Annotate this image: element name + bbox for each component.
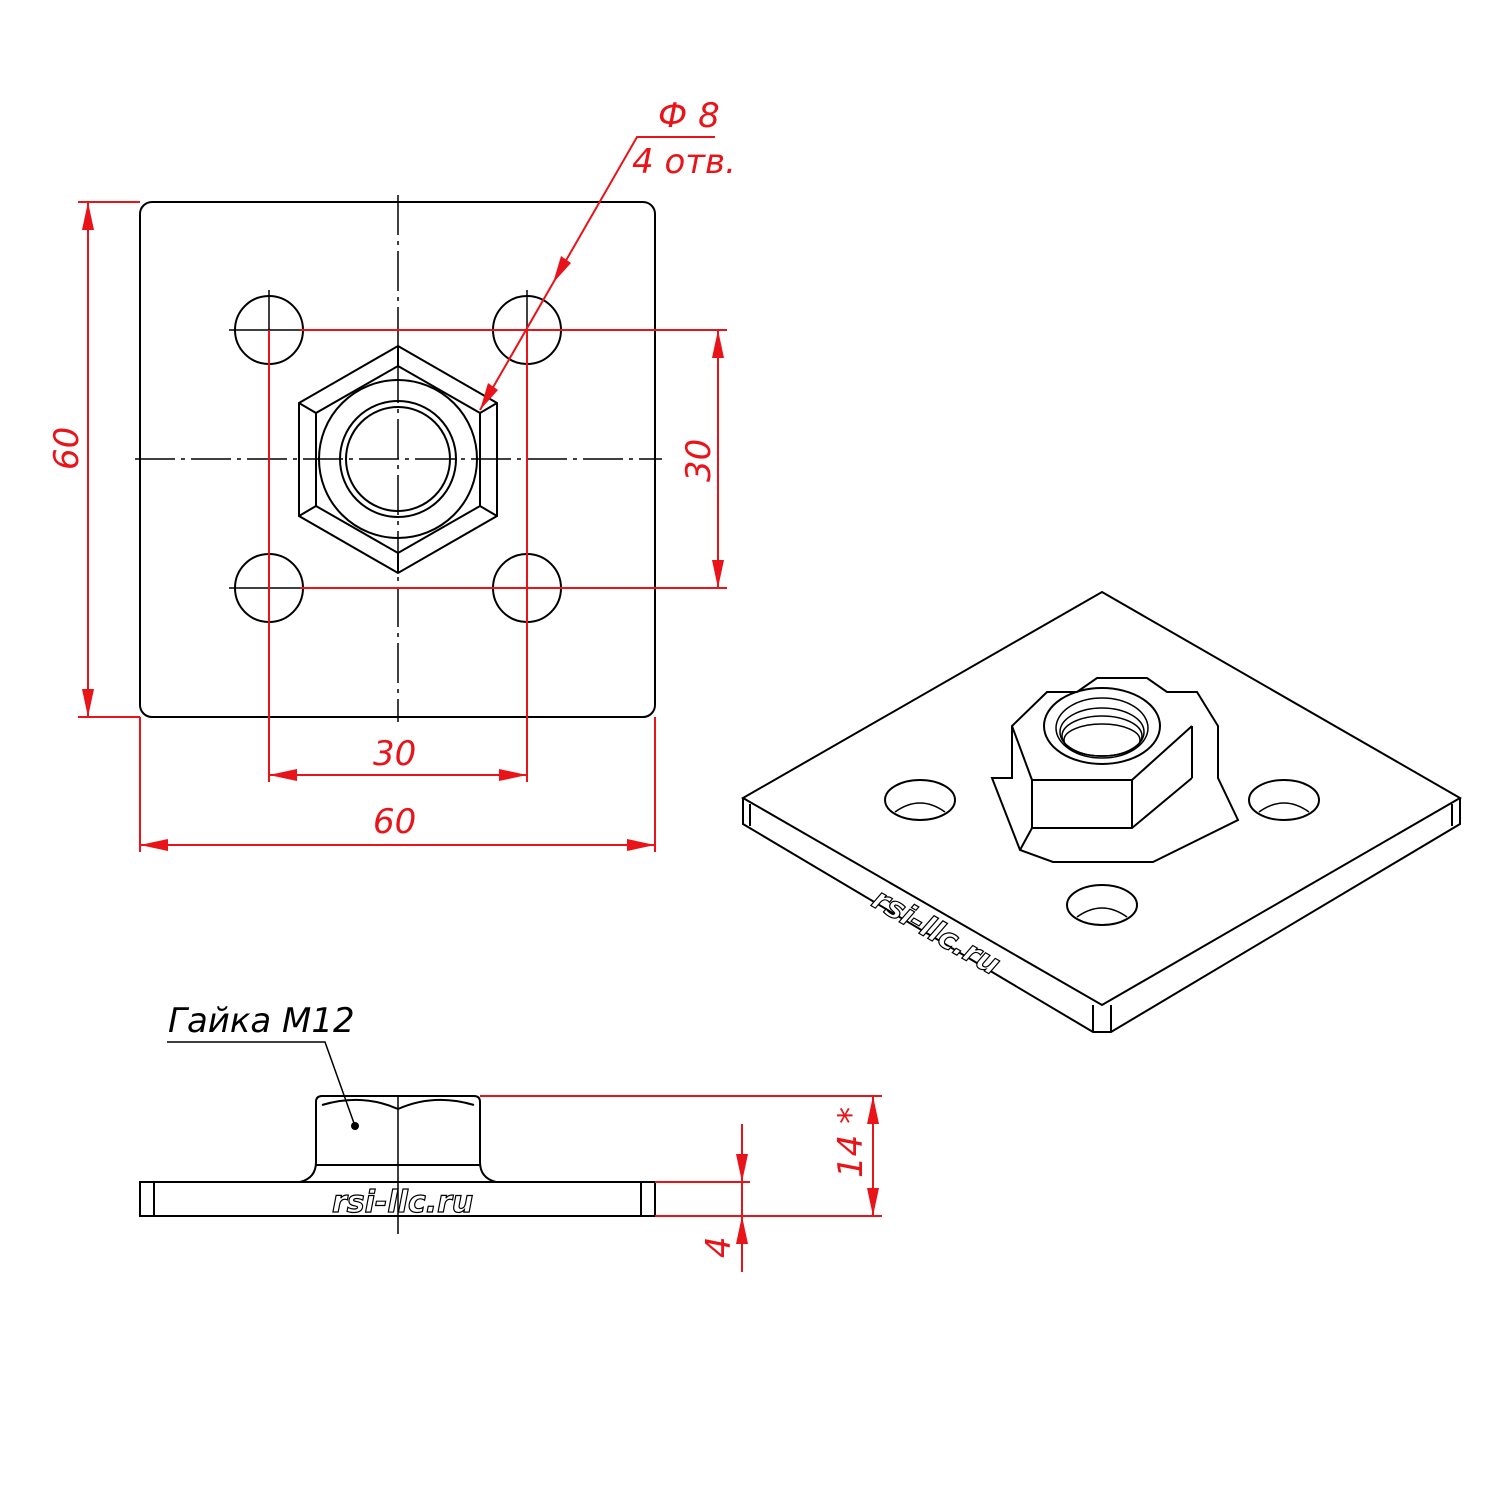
iso-holes — [884, 779, 1320, 926]
hole-diameter-label: Ф 8 — [658, 96, 720, 136]
iso-watermark: rsi-llc.ru — [866, 882, 1006, 983]
dim-width-30: 30 — [373, 734, 416, 774]
dim-plate-thickness: 4 — [699, 1236, 739, 1258]
dim-height-60: 60 — [47, 427, 87, 470]
iso-plate-edge — [742, 798, 1461, 1033]
iso-nut — [990, 677, 1240, 863]
side-view: Гайка М12 rsi-llc.ru 14 * 4 — [139, 1001, 882, 1272]
hex-nut-top — [298, 344, 498, 575]
top-view: 60 30 30 60 Ф 8 4 отв. — [47, 96, 736, 852]
nut-label: Гайка М12 — [168, 1001, 355, 1041]
hole-count-label: 4 отв. — [632, 142, 736, 182]
iso-view: rsi-llc.ru — [740, 590, 1463, 1033]
dim-total-height: 14 * — [831, 1107, 871, 1178]
side-watermark: rsi-llc.ru — [332, 1185, 473, 1220]
dimension-lines — [78, 136, 727, 852]
iso-plate-top — [740, 590, 1463, 1007]
dim-width-60: 60 — [373, 802, 416, 842]
dim-height-30: 30 — [679, 439, 719, 482]
